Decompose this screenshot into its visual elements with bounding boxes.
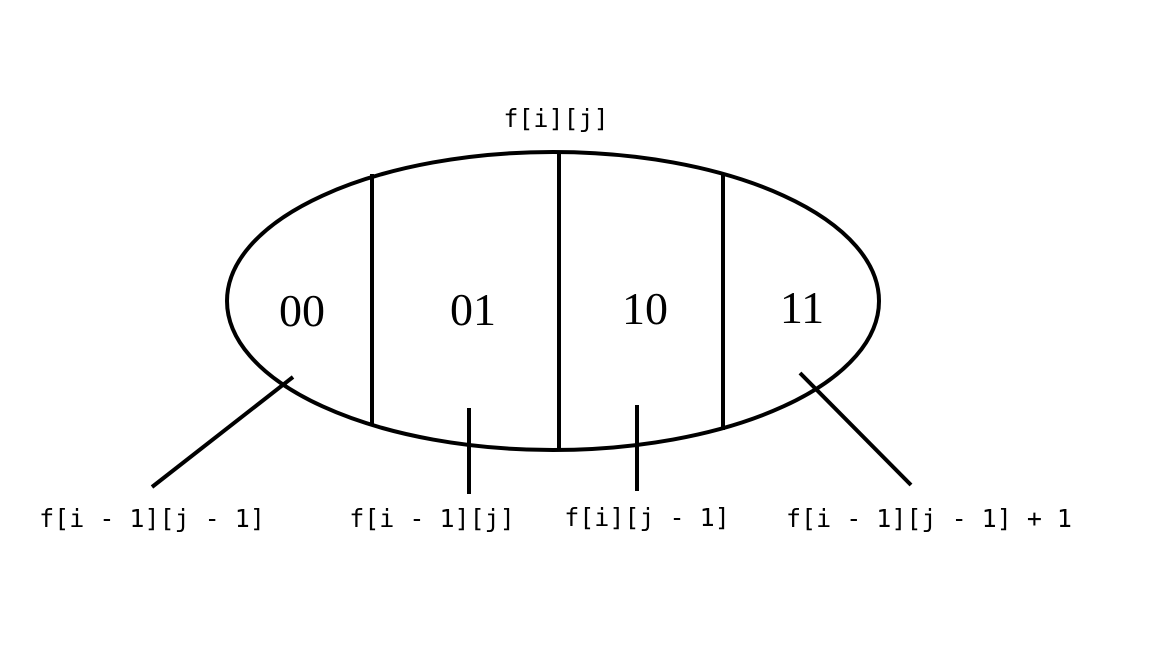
transition-label-10: f[i][j - 1] [564,503,730,532]
transition-label-00: f[i - 1][j - 1] [39,504,265,533]
region-label-10: 10 [622,283,668,334]
transition-label-11: f[i - 1][j - 1] + 1 [786,504,1072,533]
state-title: f[i][j] [503,104,608,133]
transition-label-01: f[i - 1][j] [349,504,515,533]
region-label-01: 01 [450,284,496,335]
pointer-line-11 [798,371,913,487]
state-ellipse [225,150,881,452]
region-label-00: 00 [279,285,325,336]
region-label-11: 11 [780,282,824,333]
pointer-line-00 [150,375,295,489]
